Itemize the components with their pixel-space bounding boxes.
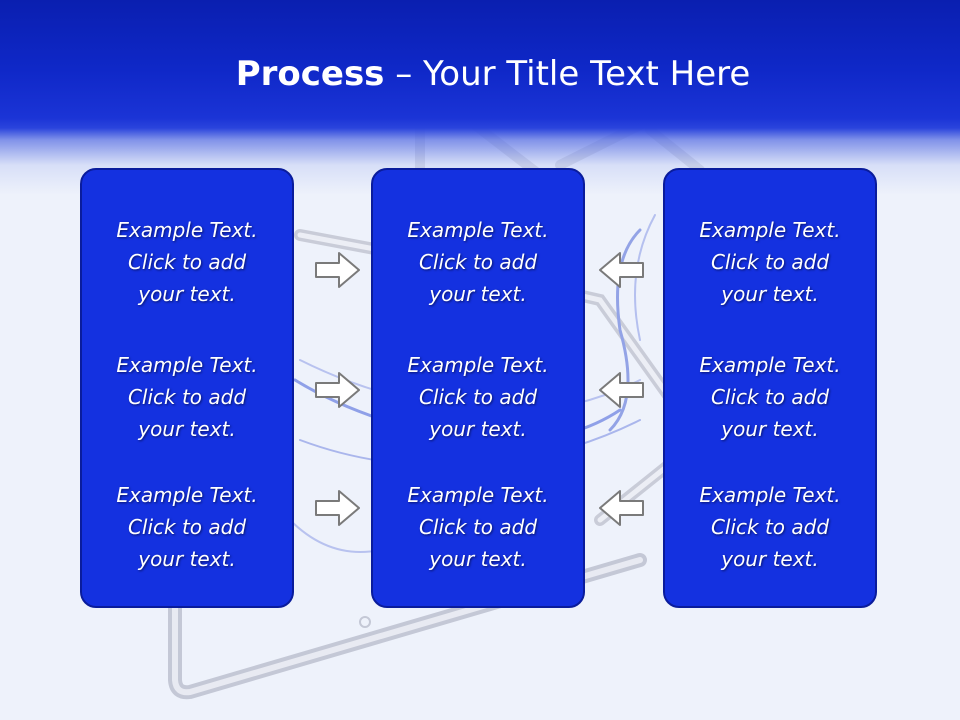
text-line: your text. [429,282,527,306]
text-line: Click to add [127,385,247,409]
text-line: your text. [138,547,236,571]
text-line: Click to add [127,515,247,539]
text-block[interactable]: Example Text. Click to add your text. [373,349,583,445]
text-line: Example Text. [407,353,549,377]
text-line: your text. [429,547,527,571]
text-line: Example Text. [699,483,841,507]
arrow-left-icon[interactable] [597,488,645,528]
title-banner [0,0,960,195]
arrow-right-icon[interactable] [314,488,362,528]
text-line: your text. [721,282,819,306]
slide-title[interactable]: Process – Your Title Text Here [0,52,960,96]
text-block[interactable]: Example Text. Click to add your text. [665,349,875,445]
arrow-right-icon[interactable] [314,370,362,410]
text-line: your text. [721,547,819,571]
text-line: Example Text. [116,353,258,377]
text-line: your text. [138,282,236,306]
title-bold-word: Process [235,54,385,94]
text-line: Click to add [418,385,538,409]
text-line: your text. [138,417,236,441]
text-line: Example Text. [699,218,841,242]
text-line: Click to add [710,385,830,409]
text-line: Click to add [710,515,830,539]
process-box-center[interactable]: Example Text. Click to add your text. Ex… [371,168,585,608]
text-line: Click to add [418,515,538,539]
process-box-right[interactable]: Example Text. Click to add your text. Ex… [663,168,877,608]
text-line: Click to add [418,250,538,274]
text-line: Example Text. [116,218,258,242]
text-line: Example Text. [116,483,258,507]
text-block[interactable]: Example Text. Click to add your text. [373,479,583,575]
title-rest: – Your Title Text Here [384,54,751,94]
arrow-left-icon[interactable] [597,250,645,290]
arrow-left-icon[interactable] [597,370,645,410]
text-line: your text. [429,417,527,441]
process-box-left[interactable]: Example Text. Click to add your text. Ex… [80,168,294,608]
text-line: Click to add [710,250,830,274]
arrow-right-icon[interactable] [314,250,362,290]
text-block[interactable]: Example Text. Click to add your text. [373,214,583,310]
text-line: Example Text. [407,483,549,507]
text-block[interactable]: Example Text. Click to add your text. [82,349,292,445]
text-line: Example Text. [407,218,549,242]
text-line: Click to add [127,250,247,274]
text-block[interactable]: Example Text. Click to add your text. [665,479,875,575]
text-line: your text. [721,417,819,441]
text-block[interactable]: Example Text. Click to add your text. [82,479,292,575]
text-block[interactable]: Example Text. Click to add your text. [665,214,875,310]
text-line: Example Text. [699,353,841,377]
text-block[interactable]: Example Text. Click to add your text. [82,214,292,310]
